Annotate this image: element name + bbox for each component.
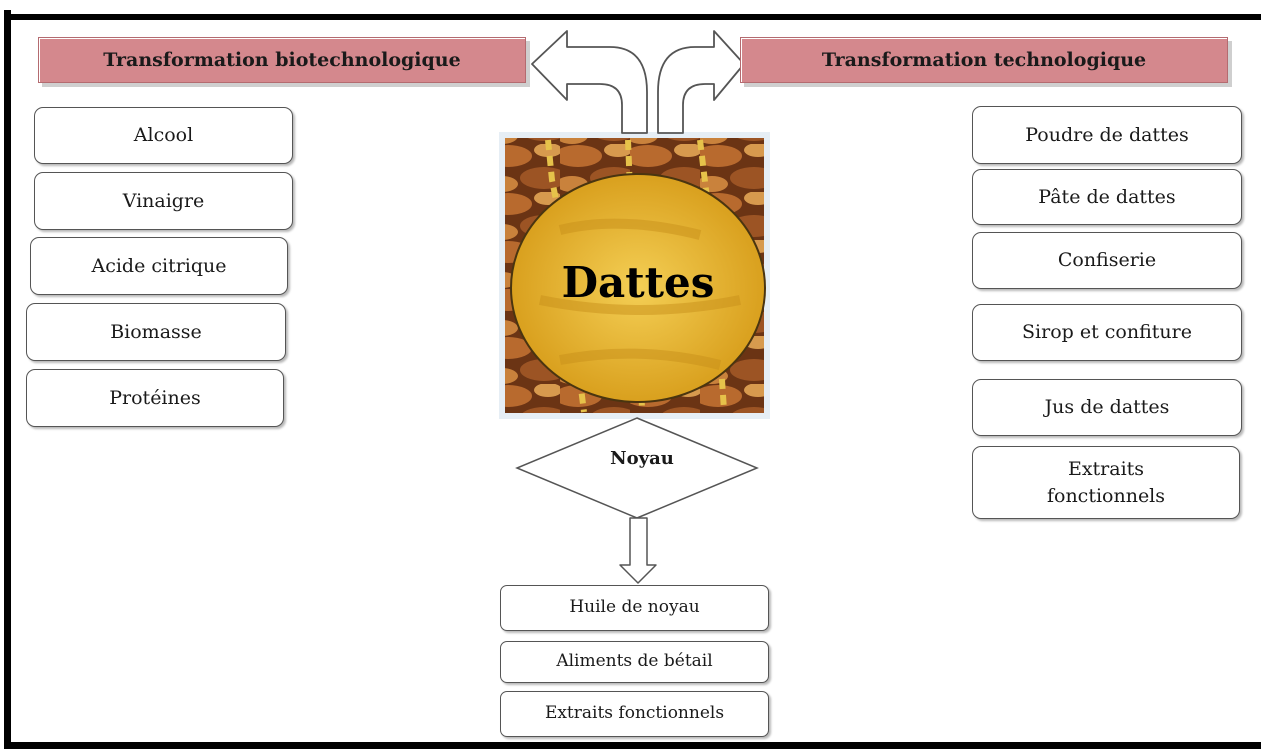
frame-bottom-border	[4, 742, 1261, 749]
header-biotechnological: Transformation biotechnologique	[38, 37, 526, 83]
left-product-proteines: Protéines	[26, 369, 284, 427]
bottom-product-aliments: Aliments de bétail	[500, 641, 769, 683]
down-arrow	[619, 517, 657, 584]
frame-left-border	[4, 10, 11, 749]
left-product-acide-citrique: Acide citrique	[30, 237, 288, 295]
left-product-biomasse: Biomasse	[26, 303, 286, 361]
frame-top-border	[4, 14, 1261, 20]
left-product-alcool: Alcool	[34, 107, 293, 164]
right-product-extraits: Extraits fonctionnels	[972, 446, 1240, 519]
right-product-sirop: Sirop et confiture	[972, 304, 1242, 361]
noyau-label: Noyau	[610, 448, 674, 469]
header-technological: Transformation technologique	[740, 37, 1228, 83]
right-product-poudre: Poudre de dattes	[972, 106, 1242, 164]
right-branch-arrow	[657, 30, 745, 134]
right-product-pate: Pâte de dattes	[972, 169, 1242, 225]
right-product-jus: Jus de dattes	[972, 379, 1242, 436]
left-branch-arrow	[531, 30, 648, 134]
bottom-product-extraits: Extraits fonctionnels	[500, 691, 769, 737]
bottom-product-huile: Huile de noyau	[500, 585, 769, 631]
left-product-vinaigre: Vinaigre	[34, 172, 293, 230]
circle-texture	[539, 218, 741, 370]
dattes-title: Dattes	[561, 258, 715, 307]
right-product-confiserie: Confiserie	[972, 232, 1242, 289]
